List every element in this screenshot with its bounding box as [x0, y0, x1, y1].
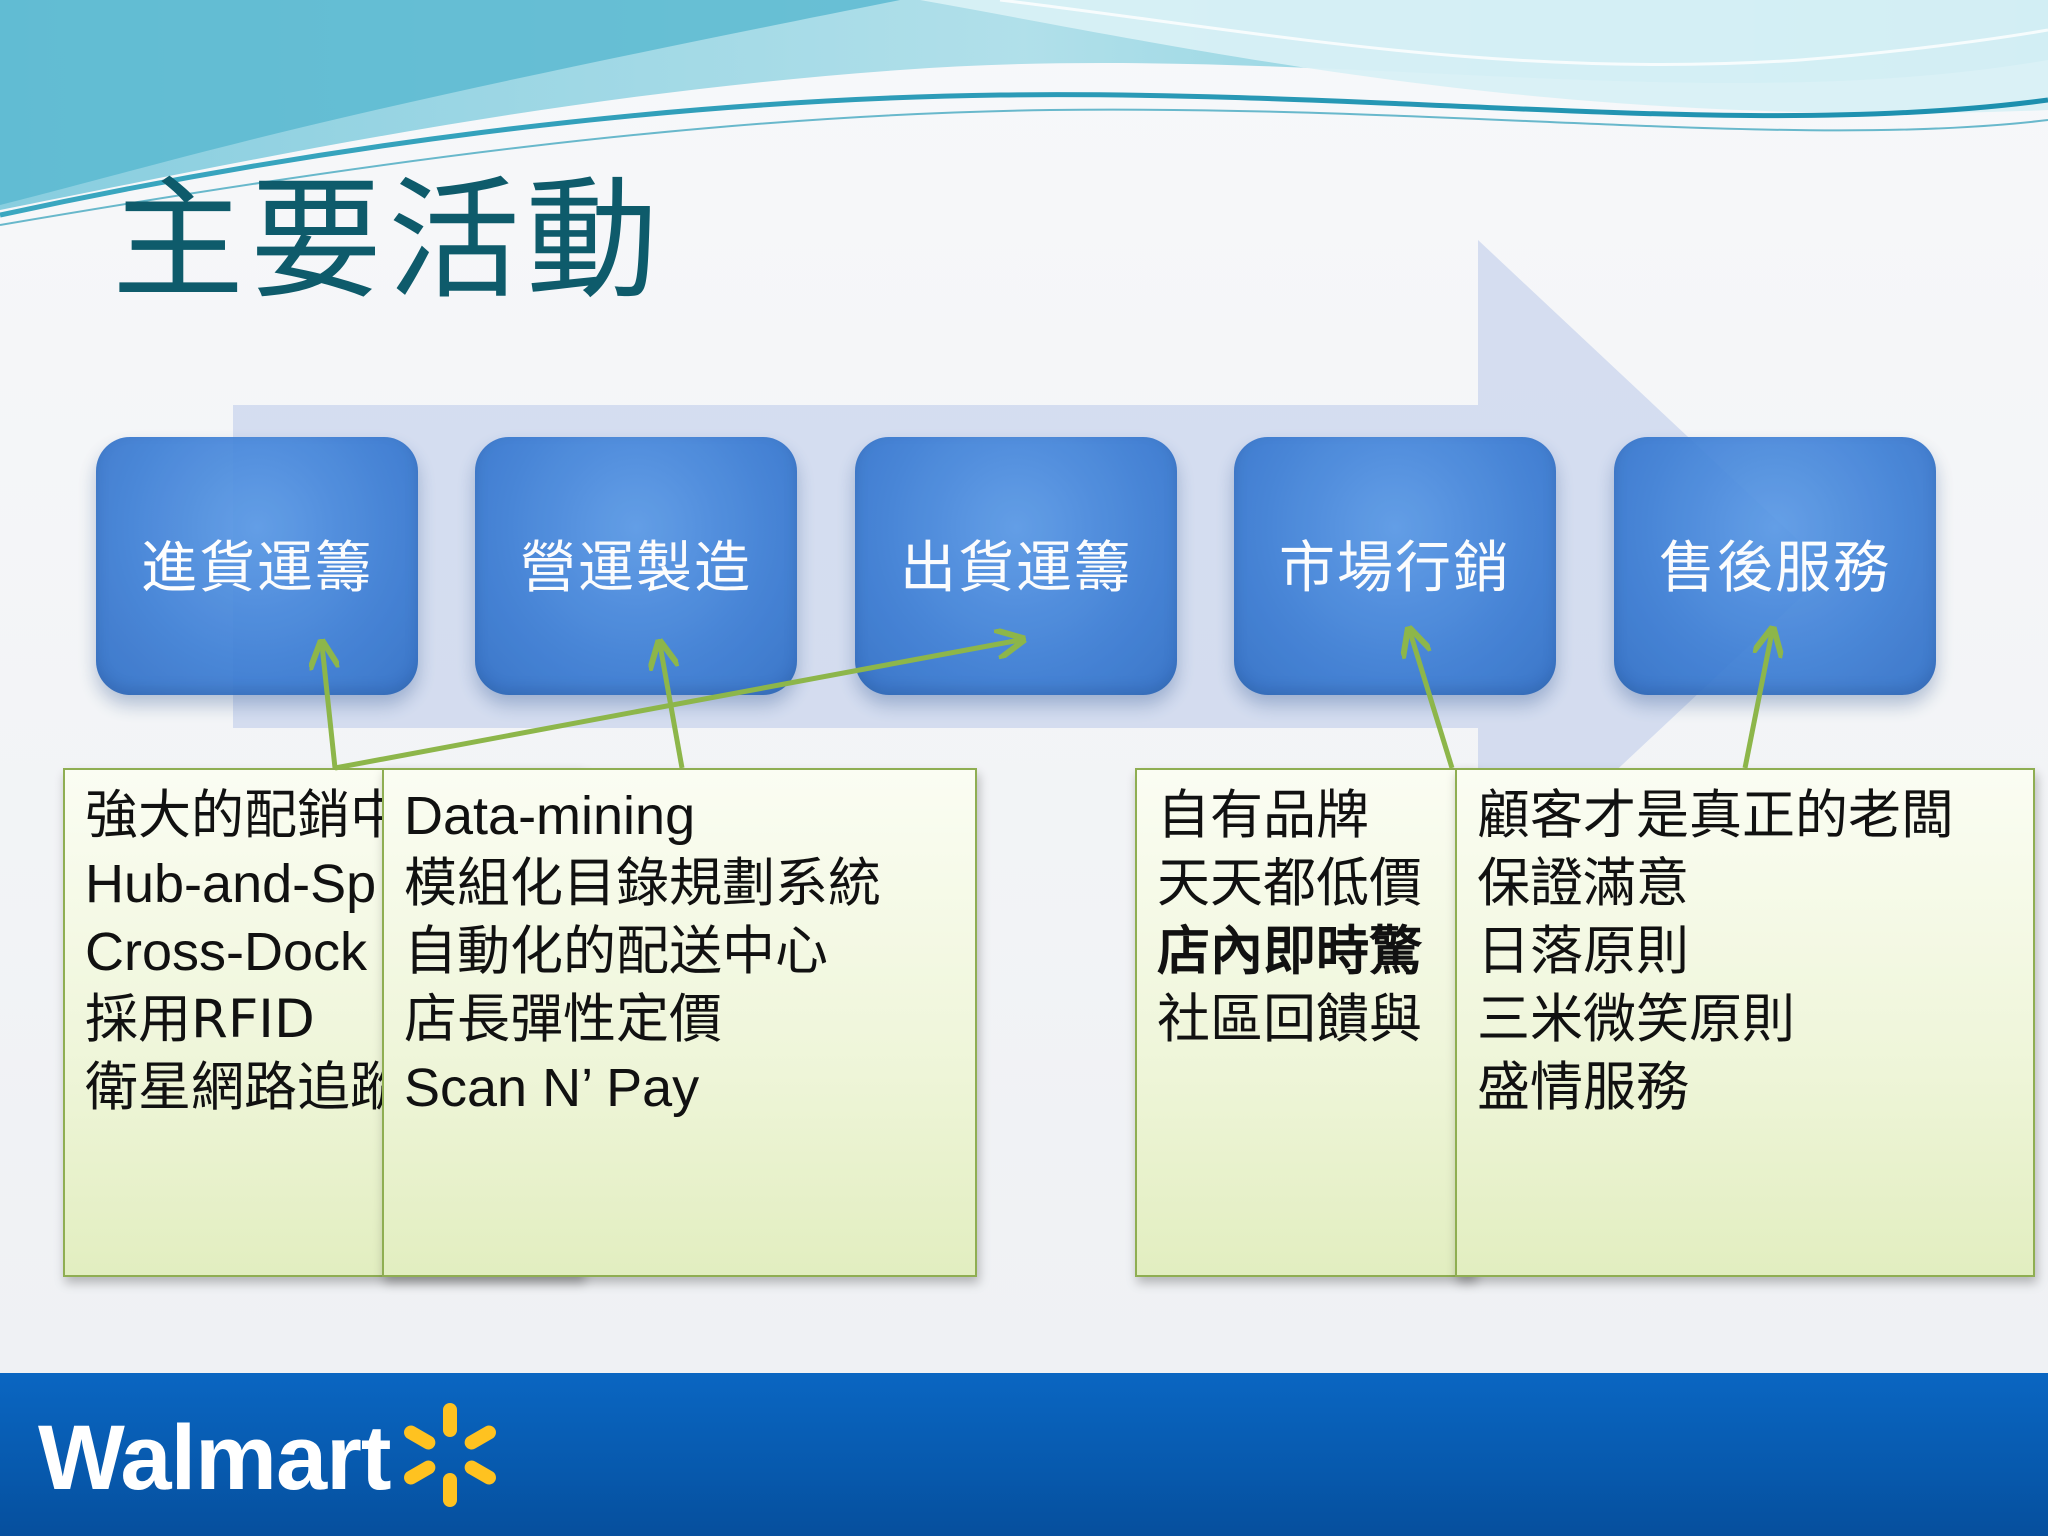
- activity-operations: 營運製造: [475, 437, 797, 695]
- activity-label: 營運製造: [520, 535, 752, 601]
- activity-label: 出貨運籌: [900, 535, 1132, 601]
- note-line: 保證滿意: [1477, 853, 1689, 914]
- activity-service: 售後服務: [1614, 437, 1936, 695]
- note-operations: Data-mining 模組化目錄規劃系統 自動化的配送中心 店長彈性定價 Sc…: [382, 768, 977, 1277]
- note-line: Data-mining: [404, 786, 696, 846]
- note-line: 衛星網路追蹤: [85, 1057, 403, 1118]
- note-line: 自動化的配送中心: [404, 921, 828, 982]
- slide-title: 主要活動: [112, 164, 664, 318]
- note-marketing-sales: 自有品牌 天天都低價 店內即時驚 社區回饋與: [1135, 768, 1475, 1277]
- activity-marketing-sales: 市場行銷: [1234, 437, 1556, 695]
- note-line: 採用RFID: [85, 989, 315, 1050]
- activity-label: 市場行銷: [1279, 535, 1511, 601]
- walmart-spark-icon: [404, 1403, 496, 1507]
- activity-inbound-logistics: 進貨運籌: [96, 437, 418, 695]
- note-line: 顧客才是真正的老闆: [1477, 785, 1954, 846]
- note-line: 店長彈性定價: [404, 989, 722, 1050]
- note-service: 顧客才是真正的老闆 保證滿意 日落原則 三米微笑原則 盛情服務: [1455, 768, 2035, 1277]
- activity-label: 售後服務: [1659, 535, 1891, 601]
- note-line: 強大的配銷中: [85, 785, 403, 846]
- top-wave-decoration: [0, 0, 2048, 226]
- note-line: Scan N’ Pay: [404, 1058, 700, 1118]
- note-line: Cross-Dock: [85, 922, 368, 982]
- note-line: 天天都低價: [1157, 853, 1422, 914]
- footer-bar: [0, 1373, 2048, 1536]
- note-line: 自有品牌: [1157, 785, 1369, 846]
- activity-label: 進貨運籌: [141, 535, 373, 601]
- note-line: 盛情服務: [1477, 1057, 1689, 1118]
- note-line: 三米微笑原則: [1477, 989, 1795, 1050]
- note-line: 店內即時驚: [1157, 921, 1422, 982]
- brand-logo-text: Walmart: [38, 1407, 392, 1509]
- note-line: Hub-and-Sp: [85, 854, 377, 914]
- note-line: 日落原則: [1477, 921, 1689, 982]
- note-line: 模組化目錄規劃系統: [404, 853, 881, 914]
- activity-outbound-logistics: 出貨運籌: [855, 437, 1177, 695]
- note-line: 社區回饋與: [1157, 989, 1422, 1050]
